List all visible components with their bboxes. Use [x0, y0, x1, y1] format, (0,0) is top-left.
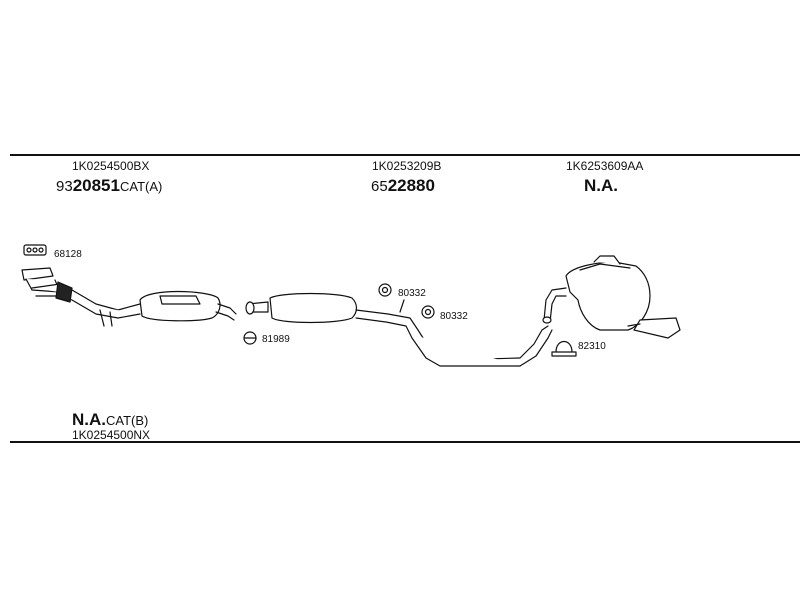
callout-gasket: 68128 [54, 249, 82, 260]
part-number-middle-silencer: 6522880 [371, 177, 435, 194]
bottom-rule [10, 441, 800, 443]
callout-hanger-1: 80332 [398, 288, 426, 299]
part-suffix: CAT(B) [106, 413, 149, 428]
oem-number-front-pipe: 1K0254500BX [72, 159, 150, 173]
part-main-number: 22880 [387, 176, 435, 195]
not-available-rear-silencer: N.A. [584, 176, 618, 195]
part-main-number: 20851 [72, 176, 120, 195]
oem-number-rear-silencer: 1K6253609AA [566, 159, 644, 173]
front-pipe-catalyst [21, 267, 237, 327]
callout-clamp-rear: 82310 [578, 341, 606, 352]
callout-hanger-2: 80332 [440, 311, 468, 322]
middle-silencer [245, 292, 553, 367]
part-prefix: 93 [56, 178, 73, 195]
top-rule [10, 154, 800, 156]
part-suffix: CAT(A) [119, 179, 163, 194]
part-prefix: 65 [371, 178, 388, 195]
part-number-front-pipe: 9320851CAT(A) [56, 177, 162, 194]
rear-silencer [542, 255, 681, 339]
not-available-label: N.A. [72, 410, 106, 429]
clamp-icon [551, 340, 577, 357]
oem-number-middle-silencer: 1K0253209B [372, 159, 442, 173]
part-number-catalyst-b: N.A.CAT(B) [72, 411, 148, 428]
oem-number-catalyst-b: 1K0254500NX [72, 428, 151, 442]
gasket-icon [23, 244, 47, 256]
rubber-hanger-icon [421, 305, 435, 319]
callout-clamp-front: 81989 [262, 334, 290, 345]
rubber-hanger-icon [378, 283, 392, 297]
clamp-icon [243, 331, 257, 345]
